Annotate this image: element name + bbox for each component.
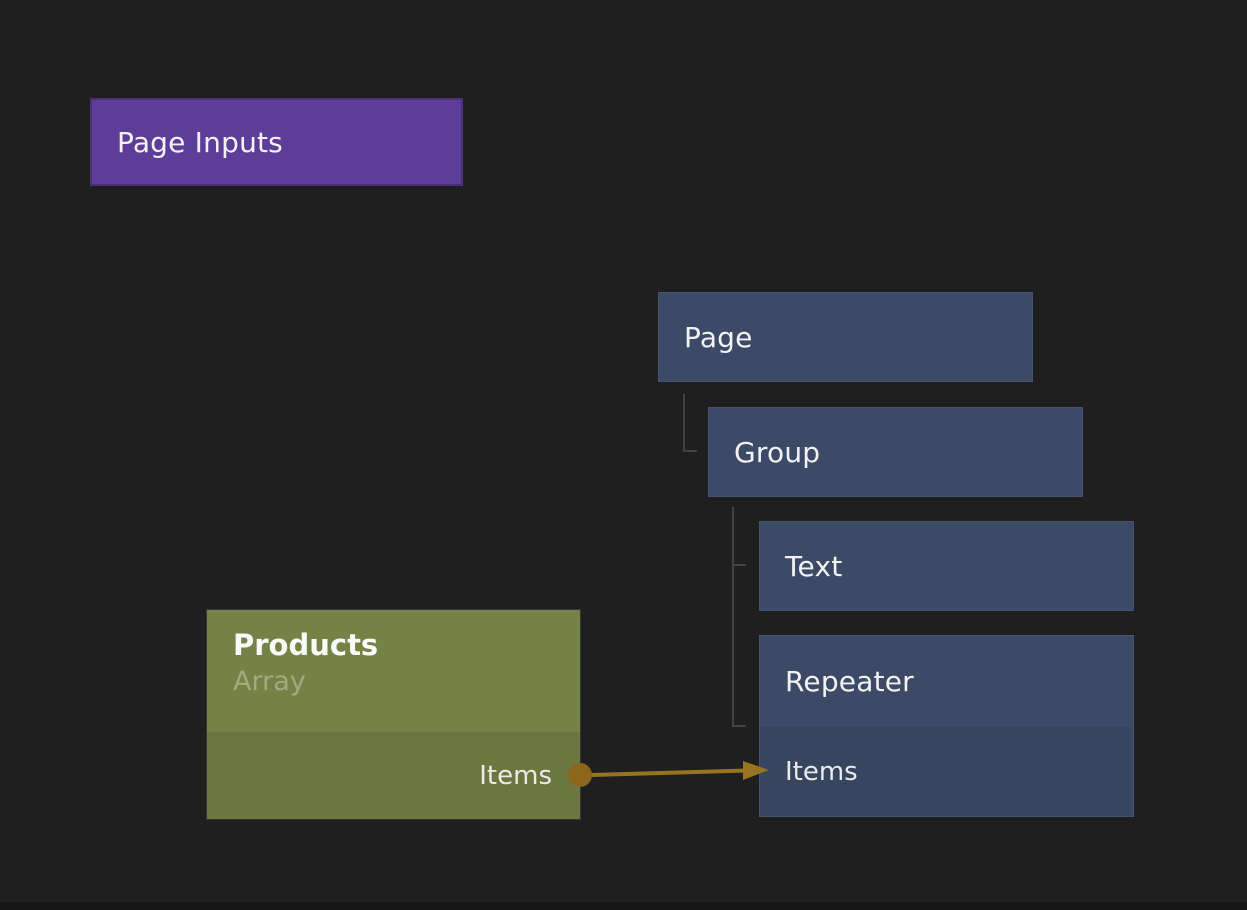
repeater-items-input-port[interactable]: Items — [760, 727, 1133, 816]
products-node-type-label: Array — [233, 666, 306, 698]
page-inputs-title: Page Inputs — [117, 125, 283, 159]
text-node-title: Text — [785, 549, 843, 583]
products-items-output-port[interactable]: Items — [207, 732, 580, 819]
repeater-node-title: Repeater — [785, 665, 914, 698]
tree-connector-group-children-vertical — [732, 507, 734, 727]
tree-connector-page-group-vertical — [683, 394, 685, 452]
repeater-items-port-label: Items — [785, 756, 858, 787]
page-node-title: Page — [684, 320, 753, 354]
products-node-header[interactable]: Products Array — [207, 610, 580, 732]
products-node[interactable]: Products Array Items — [206, 609, 581, 820]
tree-connector-group-stub — [683, 450, 697, 452]
products-node-title: Products — [233, 628, 379, 662]
page-inputs-node[interactable]: Page Inputs — [90, 98, 463, 186]
wire-products-items-to-repeater-items[interactable] — [590, 768, 748, 777]
products-items-port-label: Items — [479, 760, 552, 791]
repeater-node-header[interactable]: Repeater — [760, 636, 1133, 727]
tree-connector-repeater-stub — [732, 725, 746, 727]
repeater-node[interactable]: Repeater Items — [759, 635, 1134, 817]
tree-connector-text-stub — [732, 564, 746, 566]
canvas-bottom-edge — [0, 902, 1247, 910]
page-node[interactable]: Page — [658, 292, 1033, 382]
group-node[interactable]: Group — [708, 407, 1083, 497]
group-node-title: Group — [734, 435, 821, 469]
text-node[interactable]: Text — [759, 521, 1134, 611]
